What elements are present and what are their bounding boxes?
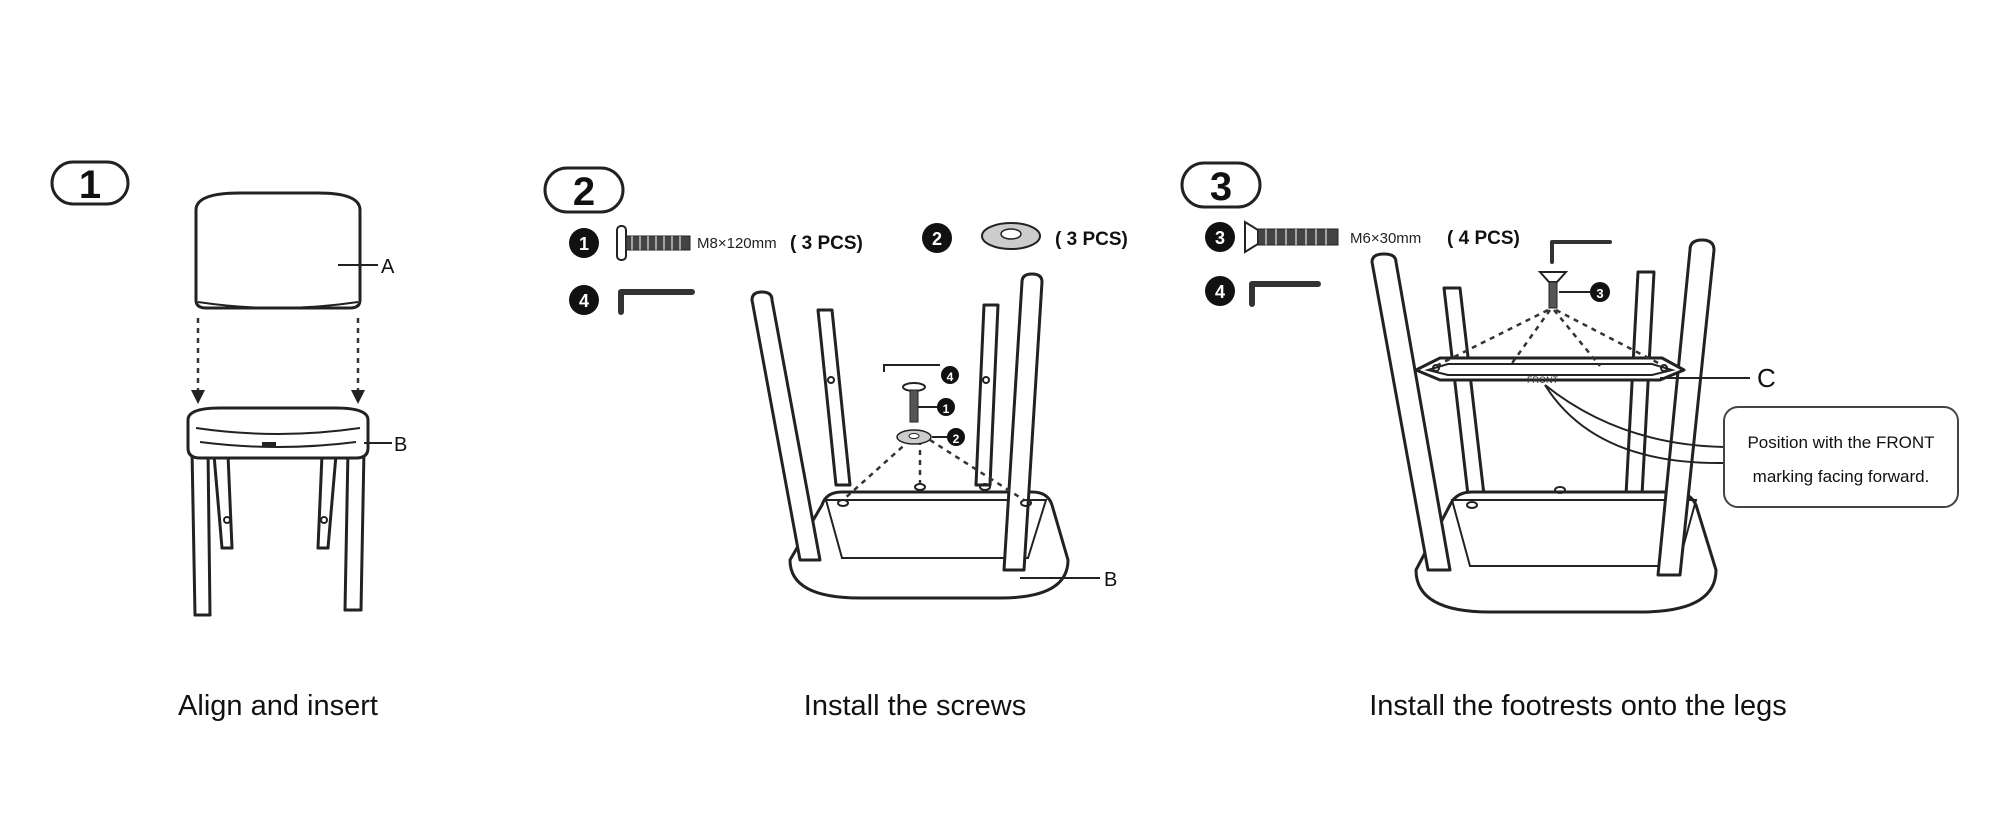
bolt-spec: M8×120mm bbox=[697, 235, 777, 252]
screw-qty: ( 4 PCS) bbox=[1447, 228, 1520, 249]
step-2-number: 2 bbox=[573, 170, 595, 214]
part-4-allen-key-step3: 4 bbox=[1205, 276, 1321, 307]
step-3-badge: 3 bbox=[1180, 161, 1262, 209]
step-1-caption: Align and insert bbox=[178, 690, 378, 722]
bolt-qty: ( 3 PCS) bbox=[790, 233, 863, 254]
step-2-badge: 2 bbox=[543, 166, 625, 214]
washer-qty: ( 3 PCS) bbox=[1055, 229, 1128, 250]
allen-key-icon bbox=[1249, 281, 1321, 307]
callout-line-1: Position with the FRONT bbox=[1747, 433, 1934, 452]
callout-line-2: marking facing forward. bbox=[1753, 467, 1930, 486]
seat-cushion-a: A bbox=[194, 191, 395, 310]
label-b-step2: B bbox=[1104, 569, 1117, 591]
svg-text:3: 3 bbox=[1596, 286, 1603, 301]
svg-text:4: 4 bbox=[579, 291, 589, 311]
svg-text:2: 2 bbox=[953, 432, 960, 446]
step-2-panel: 2 1 M8×120mm ( 3 PCS) 2 bbox=[543, 166, 1128, 722]
upturned-chair-step2: 4 1 2 B bbox=[750, 272, 1117, 600]
upturned-chair-step3: FRONT 3 C bbox=[1370, 238, 1776, 614]
step-3-caption: Install the footrests onto the legs bbox=[1369, 690, 1787, 722]
part-2-washer: 2 ( 3 PCS) bbox=[922, 222, 1128, 253]
bolt-icon bbox=[616, 225, 691, 261]
insert-arrows bbox=[191, 318, 365, 404]
step-1-number: 1 bbox=[79, 163, 101, 207]
step-1-panel: 1 A bbox=[50, 160, 407, 722]
part-3-screw: 3 M6×30mm ( 4 PCS) bbox=[1205, 220, 1520, 254]
svg-text:2: 2 bbox=[932, 229, 942, 249]
step-1-badge: 1 bbox=[50, 160, 130, 207]
countersunk-screw-icon bbox=[1244, 220, 1339, 254]
screw-spec: M6×30mm bbox=[1350, 230, 1421, 247]
front-marking: FRONT bbox=[1527, 375, 1558, 385]
svg-text:4: 4 bbox=[1215, 282, 1225, 302]
front-marking-callout: Position with the FRONT marking facing f… bbox=[1723, 406, 1959, 508]
svg-text:1: 1 bbox=[943, 402, 950, 416]
washer-icon bbox=[981, 222, 1041, 250]
chair-frame-b: B bbox=[186, 406, 407, 617]
label-c: C bbox=[1757, 363, 1776, 393]
svg-text:4: 4 bbox=[947, 370, 954, 384]
label-b-step1: B bbox=[394, 434, 407, 456]
svg-text:1: 1 bbox=[579, 234, 589, 254]
step-3-panel: 3 3 M6×30mm ( 4 PCS) 4 bbox=[1180, 161, 1959, 722]
part-1-bolt: 1 M8×120mm ( 3 PCS) bbox=[569, 225, 863, 261]
svg-text:3: 3 bbox=[1215, 228, 1225, 248]
allen-key-icon bbox=[618, 289, 695, 315]
part-4-allen-key: 4 bbox=[569, 285, 695, 315]
step-2-caption: Install the screws bbox=[804, 690, 1026, 722]
label-a: A bbox=[381, 256, 395, 278]
step-3-number: 3 bbox=[1210, 165, 1232, 209]
